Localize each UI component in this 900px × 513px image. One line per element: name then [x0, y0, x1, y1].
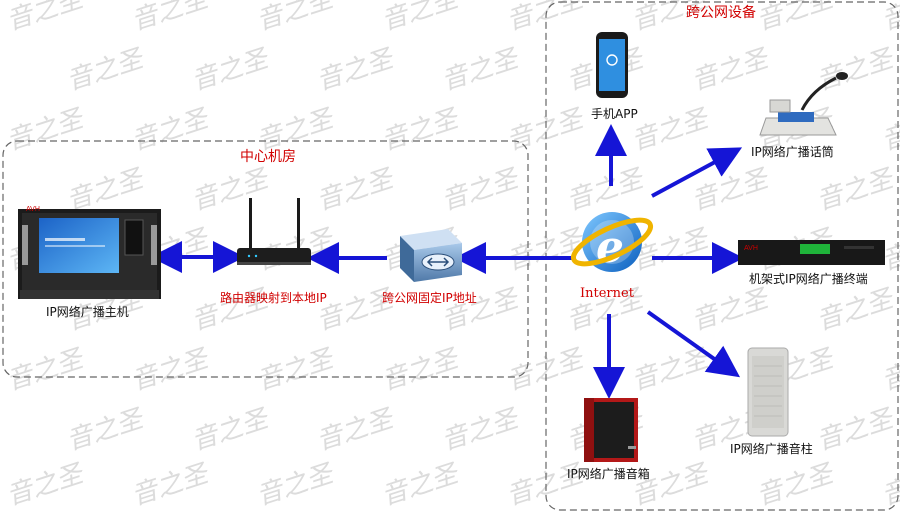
center-room-label: 中心机房	[240, 149, 296, 165]
phone-app-device	[596, 32, 628, 98]
arrow-internet-mic	[651, 147, 743, 198]
remote-devices-label: 跨公网设备	[686, 5, 756, 21]
svg-text:AVH: AVH	[744, 245, 758, 252]
broadcast-host-device: AVH	[18, 206, 161, 299]
router-label: 路由器映射到本地IP	[220, 291, 327, 305]
rack-terminal-device: AVH	[738, 240, 885, 265]
gateway-label: 跨公网固定IP地址	[382, 291, 477, 305]
router-device	[237, 198, 311, 265]
svg-text:AVH: AVH	[26, 206, 40, 213]
mic-label: IP网络广播话筒	[751, 145, 834, 159]
arrow-internet-column	[646, 310, 741, 378]
speaker-column-label: IP网络广播音柱	[730, 442, 813, 456]
speaker-box-device	[584, 398, 638, 462]
host-label: IP网络广播主机	[46, 305, 129, 319]
paging-microphone-device	[759, 72, 848, 136]
internet-label: Internet	[580, 286, 634, 301]
speaker-box-label: IP网络广播音箱	[567, 467, 650, 481]
rack-label: 机架式IP网络广播终端	[749, 272, 868, 286]
gateway-switch-device	[400, 229, 462, 282]
speaker-column-device	[747, 347, 789, 437]
phone-label: 手机APP	[591, 107, 638, 121]
internet-icon: e	[570, 212, 654, 273]
